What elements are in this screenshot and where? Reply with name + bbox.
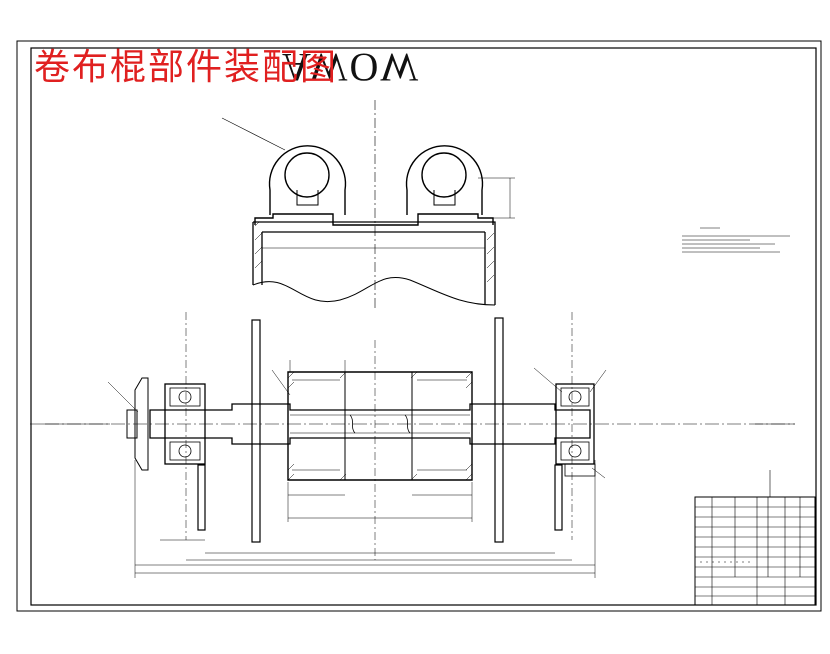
top-view	[221, 100, 515, 310]
sheet-outer-border	[16, 40, 822, 612]
overlay-title: 卷布棍部件装配图	[34, 47, 339, 88]
title-block	[694, 470, 816, 606]
technical-notes	[682, 227, 790, 253]
bottom-view	[30, 312, 795, 578]
sheet-inner-border	[30, 47, 817, 606]
